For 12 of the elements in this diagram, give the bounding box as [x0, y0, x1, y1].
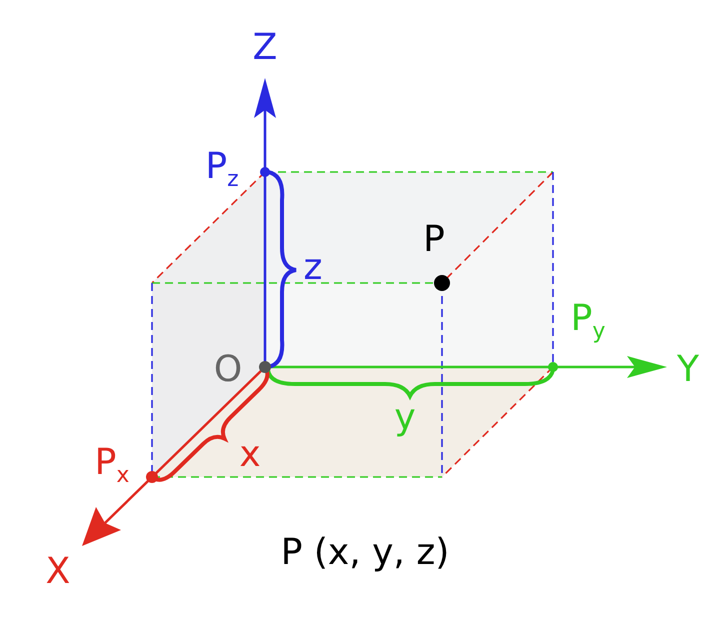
axis-label: Y [677, 352, 699, 388]
caption: P (x, y, z) [280, 535, 450, 571]
point-label: P$_{x}$ [94, 444, 130, 488]
axis-label: Z [252, 30, 278, 66]
origin-label: O [214, 352, 242, 388]
point-label: P$_{y}$ [570, 300, 606, 344]
axis-label: X [46, 554, 70, 590]
point-label: P$_{z}$ [205, 148, 239, 192]
length-label: z [304, 250, 322, 286]
length-label: x [239, 437, 261, 473]
length-label: y [394, 400, 416, 436]
point-label: P [423, 222, 445, 258]
